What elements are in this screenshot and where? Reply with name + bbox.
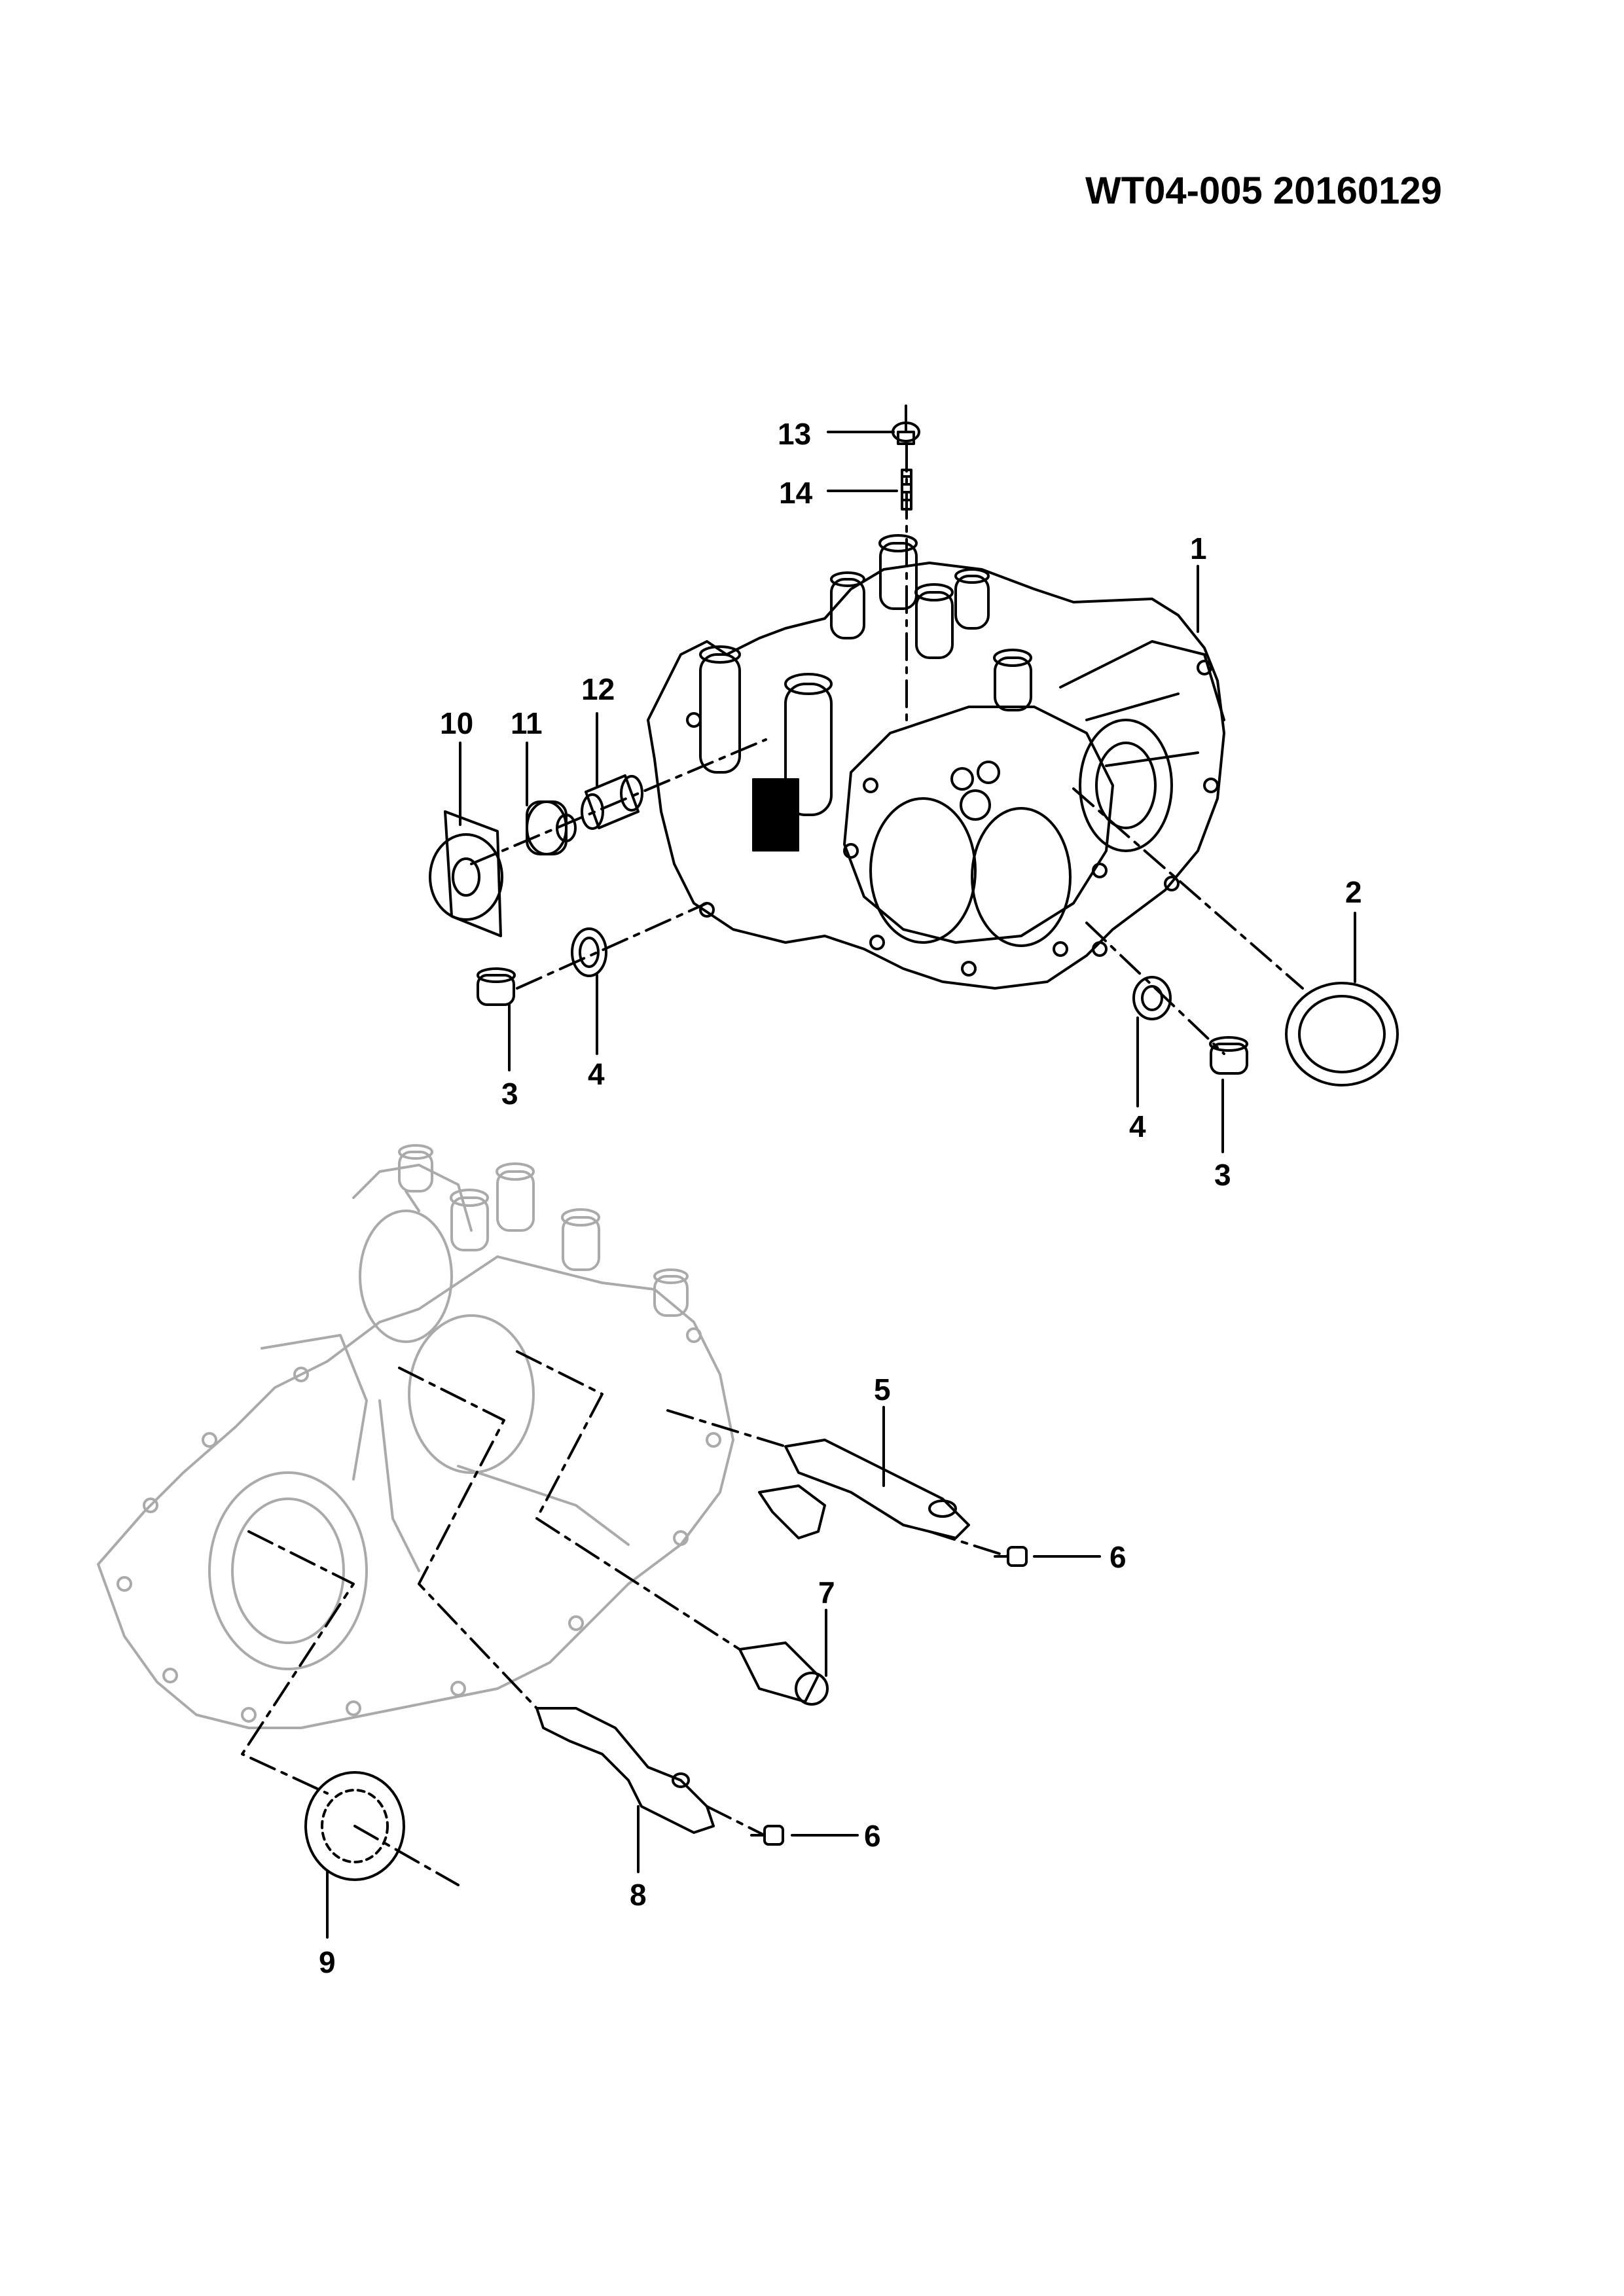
callout-1: 1 — [1190, 531, 1207, 565]
callout-14: 14 — [779, 476, 813, 510]
part-9-gasket — [304, 1771, 405, 1881]
part-10-seal — [429, 810, 503, 937]
document-code: WT04-005 20160129 — [1085, 170, 1442, 212]
callout-9: 9 — [319, 1945, 336, 1979]
callout-11: 11 — [511, 706, 543, 740]
callout-4-right: 4 — [1129, 1109, 1146, 1143]
part-3-plug-right — [1209, 1036, 1248, 1075]
callout-12: 12 — [581, 672, 615, 706]
callout-5: 5 — [874, 1372, 891, 1407]
part-6-bolt-b — [750, 1825, 784, 1846]
callout-8: 8 — [630, 1878, 647, 1912]
part-6-bolt-a — [994, 1546, 1028, 1567]
part-7-sensor — [738, 1641, 829, 1706]
lower-housing-ghost — [97, 1144, 734, 1729]
callout-4-left: 4 — [588, 1057, 605, 1091]
part-3-plug-left — [477, 967, 516, 1006]
part-5-fork — [758, 1439, 970, 1539]
part-8-bracket — [535, 1707, 715, 1834]
callout-3-right: 3 — [1214, 1158, 1231, 1192]
transmission-housing — [647, 534, 1225, 990]
part-12-sleeve — [581, 774, 643, 830]
part-13-cap — [892, 404, 920, 445]
callout-7: 7 — [818, 1575, 835, 1609]
callout-13: 13 — [778, 417, 812, 451]
callout-3-left: 3 — [501, 1077, 518, 1111]
callout-10: 10 — [440, 706, 474, 740]
part-2-oil-seal — [1285, 982, 1399, 1086]
callout-2: 2 — [1345, 875, 1362, 909]
part-4-washer-left — [571, 927, 607, 977]
part-4-washer-right — [1132, 976, 1172, 1020]
callout-6-b: 6 — [864, 1819, 881, 1853]
part-11-bushing — [526, 800, 577, 855]
callout-6-a: 6 — [1110, 1540, 1127, 1574]
